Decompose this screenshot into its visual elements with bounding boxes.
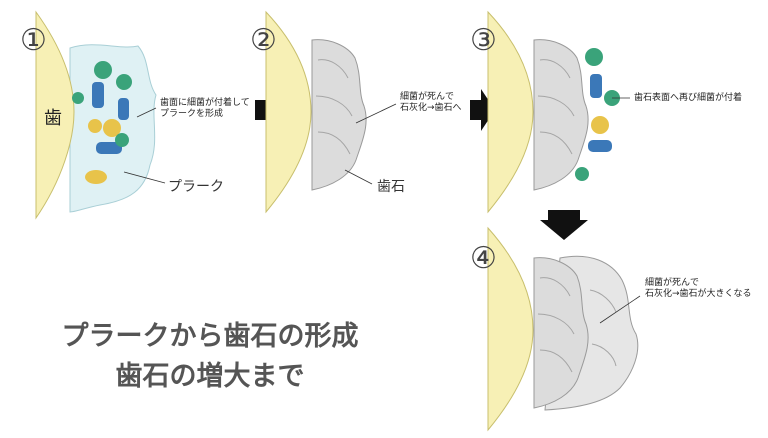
panel-2 <box>265 10 397 214</box>
tartar-label: 歯石 <box>377 179 405 195</box>
step3-callout-line1: 歯石表面へ再び細菌が付着 <box>634 93 743 103</box>
step-number-1: ① <box>20 23 47 58</box>
step-number-4: ④ <box>470 241 497 276</box>
step4-callout-line2: 石灰化→歯石が大きくなる <box>645 289 752 300</box>
bacteria-cluster <box>72 61 132 184</box>
panel-4 <box>487 226 641 432</box>
bacteria-cluster <box>575 48 620 181</box>
step1-callout: 歯面に細菌が付着して プラークを形成 <box>160 98 250 121</box>
tartar-layer <box>311 39 367 191</box>
callout-line <box>136 107 157 118</box>
title-line-1: プラークから歯石の形成 <box>61 321 359 352</box>
step-number-3: ③ <box>470 23 497 58</box>
step4-callout: 細菌が死んで 石灰化→歯石が大きくなる <box>645 278 752 301</box>
step2-callout-line1: 細菌が死んで <box>400 92 455 102</box>
plaque-label: プラーク <box>168 179 224 195</box>
tartar-layer <box>533 39 589 191</box>
step1-callout-line2: プラークを形成 <box>160 109 224 120</box>
arrow-down-icon <box>540 210 588 240</box>
arrow-right-icon <box>470 89 495 131</box>
step1-callout-line1: 歯面に細菌が付着して <box>160 98 250 108</box>
callout-line <box>355 103 397 124</box>
label-line <box>344 169 373 185</box>
tooth <box>35 10 75 220</box>
step4-callout-line1: 細菌が死んで <box>645 278 700 288</box>
tooth <box>487 10 534 214</box>
tooth <box>265 10 312 214</box>
panel-1 <box>35 10 166 220</box>
tooth-label: 歯 <box>44 108 62 129</box>
callout-line <box>599 295 641 324</box>
title-line-2: 歯石の増大まで <box>115 361 305 392</box>
label-line <box>123 171 166 184</box>
step2-callout-line2: 石灰化→歯石へ <box>400 103 462 114</box>
tooth <box>487 226 534 432</box>
step-number-2: ② <box>250 23 277 58</box>
step2-callout: 細菌が死んで 石灰化→歯石へ <box>400 92 462 115</box>
tartar-layer <box>533 257 589 409</box>
step3-callout: 歯石表面へ再び細菌が付着 <box>634 93 742 104</box>
panel-3 <box>487 10 630 214</box>
